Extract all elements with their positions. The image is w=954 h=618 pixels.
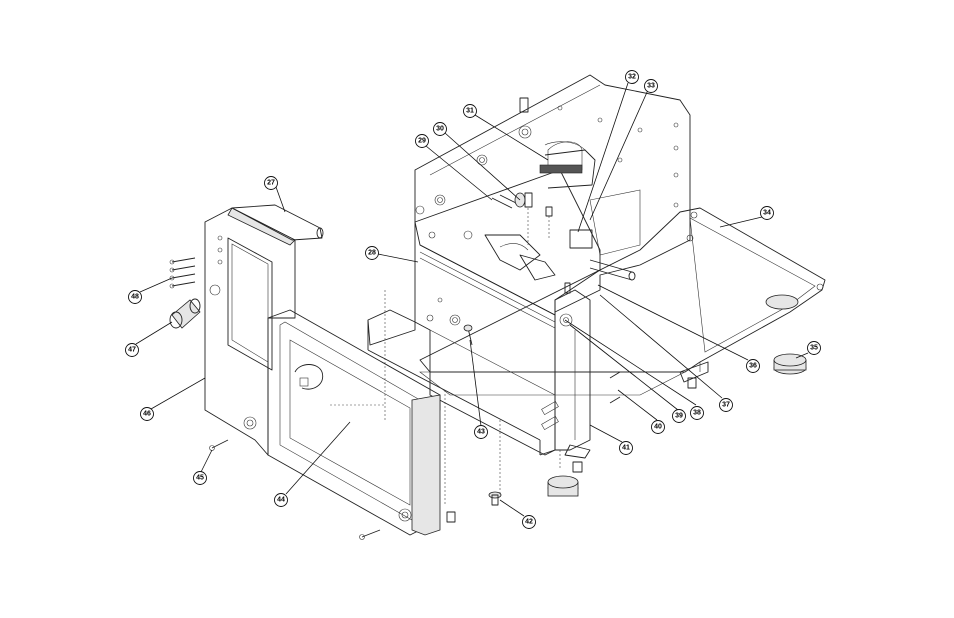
callout-35: 35 (807, 341, 821, 355)
loose-hardware (209, 324, 807, 540)
svg-text:31: 31 (466, 108, 474, 115)
svg-text:36: 36 (749, 363, 757, 370)
lower-chassis (367, 290, 686, 505)
callout-41: 41 (619, 441, 633, 455)
svg-text:35: 35 (810, 345, 818, 352)
svg-text:27: 27 (267, 180, 275, 187)
svg-text:28: 28 (368, 250, 376, 257)
callout-31: 31 (463, 104, 477, 118)
callout-48: 48 (128, 290, 142, 304)
leader-lines (135, 82, 809, 517)
svg-text:41: 41 (622, 445, 630, 452)
mechanism-plate (414, 169, 636, 329)
svg-text:29: 29 (418, 138, 426, 145)
callout-43: 43 (474, 425, 488, 439)
knob (169, 298, 201, 329)
callout-33: 33 (644, 79, 658, 93)
callout-34: 34 (760, 206, 774, 220)
svg-text:45: 45 (196, 475, 204, 482)
svg-text:32: 32 (628, 74, 636, 81)
base-tray (419, 207, 826, 383)
callout-36: 36 (746, 359, 760, 373)
svg-text:34: 34 (763, 210, 771, 217)
svg-text:37: 37 (722, 402, 730, 409)
callout-37: 37 (719, 398, 733, 412)
main-frame (414, 74, 691, 456)
svg-text:42: 42 (525, 519, 533, 526)
right-side-plate (541, 289, 591, 459)
svg-text:40: 40 (654, 424, 662, 431)
svg-text:33: 33 (647, 83, 655, 90)
pins (169, 257, 196, 289)
callout-38: 38 (690, 406, 704, 420)
callout-32: 32 (625, 70, 639, 84)
svg-text:30: 30 (436, 126, 444, 133)
callout-44: 44 (274, 493, 288, 507)
callout-29: 29 (415, 134, 429, 148)
ribbon-cable (539, 141, 596, 189)
svg-text:46: 46 (143, 411, 151, 418)
svg-text:47: 47 (128, 347, 136, 354)
callout-30: 30 (433, 122, 447, 136)
callouts: 27 28 29 30 31 32 33 34 35 36 37 38 39 4… (125, 70, 821, 529)
callout-47: 47 (125, 343, 139, 357)
screws-upper (491, 192, 571, 294)
svg-text:44: 44 (277, 497, 285, 504)
callout-28: 28 (365, 246, 379, 260)
callout-27: 27 (264, 176, 278, 190)
top-cover (231, 204, 324, 241)
svg-text:43: 43 (477, 429, 485, 436)
callout-46: 46 (140, 407, 154, 421)
front-bezel (267, 309, 441, 536)
left-control-panel (204, 207, 296, 456)
callout-39: 39 (672, 409, 686, 423)
callout-42: 42 (522, 515, 536, 529)
svg-text:39: 39 (675, 413, 683, 420)
svg-text:48: 48 (131, 294, 139, 301)
svg-text:38: 38 (693, 410, 701, 417)
callout-45: 45 (193, 471, 207, 485)
callout-40: 40 (651, 420, 665, 434)
